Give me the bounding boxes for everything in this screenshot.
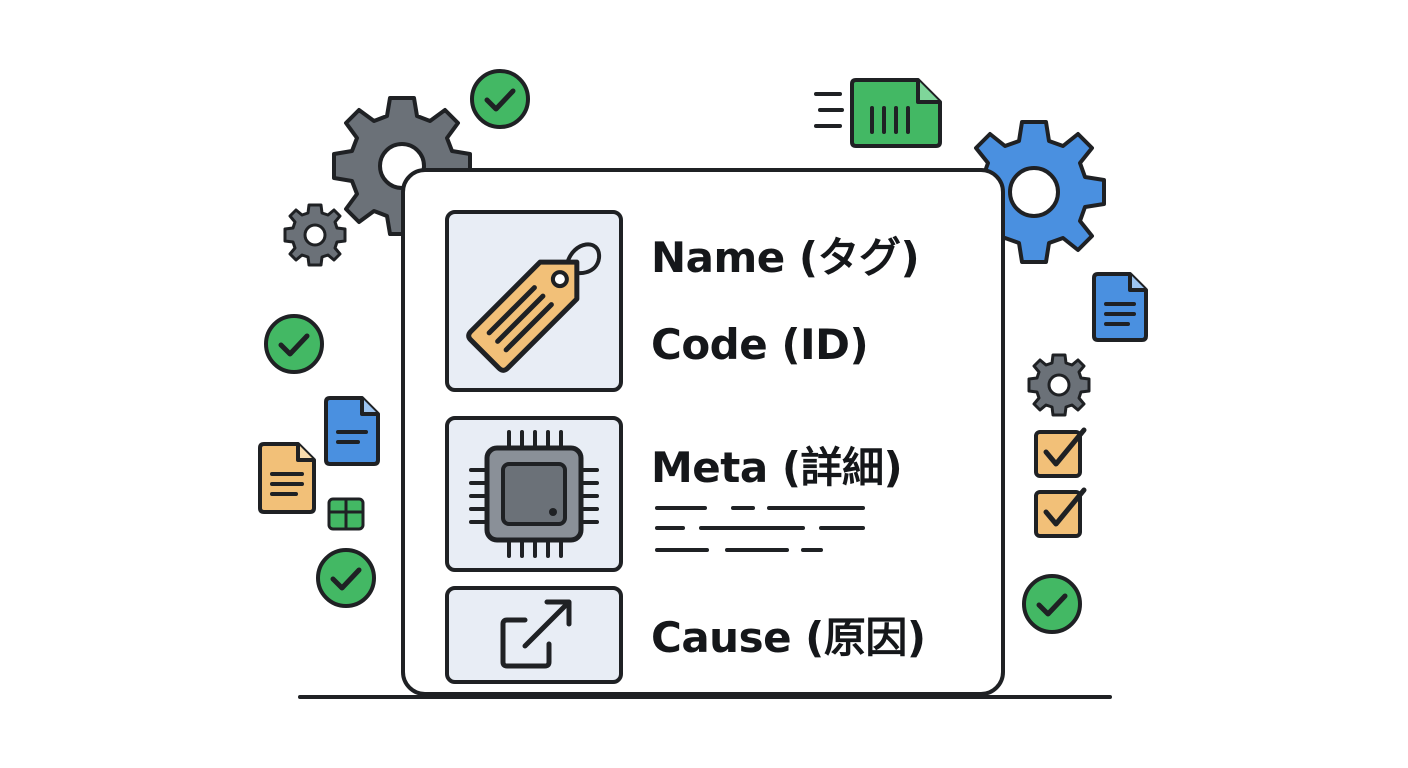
tag-tile xyxy=(445,210,623,392)
external-link-icon xyxy=(500,599,572,669)
ground-line xyxy=(298,695,1112,699)
document-icon xyxy=(1092,272,1148,342)
chip-icon xyxy=(469,430,599,558)
spreadsheet-document-icon xyxy=(814,78,942,148)
code-field-label: Code (ID) xyxy=(651,320,869,369)
check-circle-icon xyxy=(1022,574,1082,634)
meta-field-label: Meta (詳細) xyxy=(651,443,903,492)
cause-tile xyxy=(445,586,623,684)
check-circle-icon xyxy=(264,314,324,374)
name-field-label: Name (タグ) xyxy=(651,233,920,282)
document-icon xyxy=(258,442,316,514)
check-circle-icon xyxy=(316,548,376,608)
document-icon xyxy=(324,396,380,466)
meta-detail-lines xyxy=(655,506,865,552)
check-circle-icon xyxy=(470,69,530,129)
gear-icon xyxy=(1027,353,1091,417)
checkbox-icon xyxy=(1034,487,1087,538)
checkbox-icon xyxy=(1034,427,1087,478)
document-icon xyxy=(327,497,365,531)
chip-tile xyxy=(445,416,623,572)
attribute-card: Name (タグ) Code (ID) Meta (詳細) xyxy=(401,168,1005,696)
tag-icon xyxy=(466,242,602,373)
cause-field-label: Cause (原因) xyxy=(651,613,926,662)
gear-icon xyxy=(283,203,347,267)
